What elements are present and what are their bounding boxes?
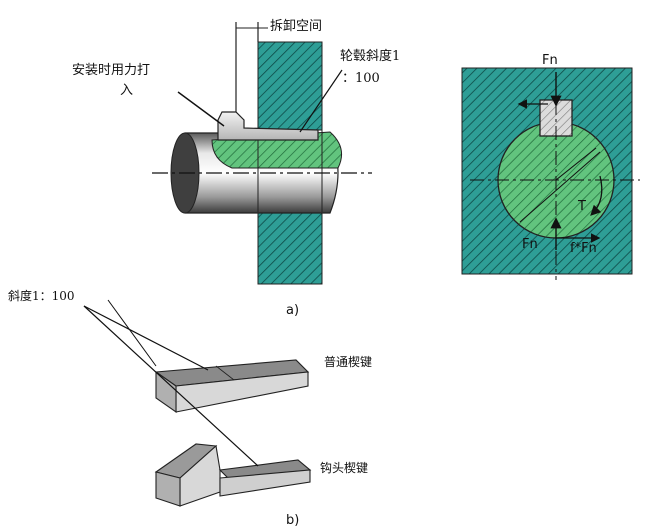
label-hub-slope-line2: ：100 [342, 71, 380, 86]
gib-head-wedge-key: 钩头楔键 [154, 443, 368, 507]
label-install-line2: 入 [120, 83, 133, 98]
hub-plate-lower [257, 211, 323, 285]
label-gib-key: 钩头楔键 [320, 461, 368, 475]
label-torque: T [577, 199, 586, 214]
label-fn-top: Fn [542, 53, 558, 68]
hub-bore-green [211, 131, 343, 169]
label-fn-bottom: Fn [522, 237, 538, 252]
label-friction: f*Fn [570, 241, 597, 256]
label-removal-space: 拆卸空间 [270, 18, 322, 34]
caption-b: b) [286, 513, 299, 528]
radius-line [555, 147, 597, 181]
plain-wedge-key: 普通楔键 [154, 355, 372, 414]
assembly-side-view: 拆卸空间 安装时用力打 入 轮毂斜度1 ：100 [72, 18, 400, 285]
label-install-line1: 安装时用力打 [72, 63, 150, 78]
caption-a: a) [286, 303, 299, 318]
label-slope: 斜度1：100 [8, 288, 75, 303]
torque-arc [590, 175, 603, 216]
gib-head-key [217, 111, 319, 141]
label-plain-key: 普通楔键 [324, 355, 372, 369]
gib-body-front [219, 469, 311, 497]
plain-key-end [155, 370, 177, 414]
hub-plate-upper [257, 41, 323, 131]
key-cross-section: Fn Fn f*Fn T [461, 53, 640, 280]
gib-key-end [155, 471, 181, 507]
label-hub-slope-line1: 轮毂斜度1 [340, 48, 400, 64]
